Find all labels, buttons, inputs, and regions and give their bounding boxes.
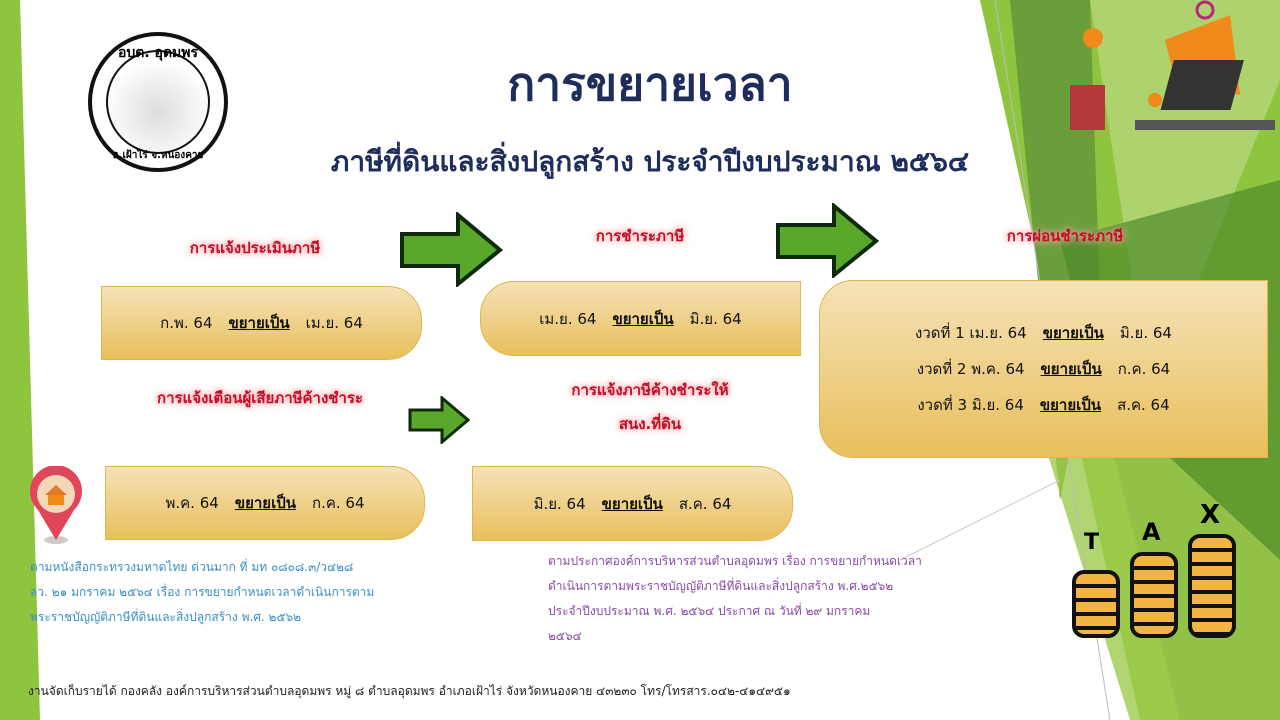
- arrow-right-icon: [776, 203, 880, 278]
- extend-word: ขยายเป็น: [601, 494, 663, 513]
- installment-from: เม.ย. 64: [969, 324, 1027, 342]
- note-line: ตามหนังสือกระทรวงมหาดไทย ด่วนมาก ที่ มท …: [30, 560, 354, 574]
- note-line: ตามประกาศองค์การบริหารส่วนตำบลอุดมพร เรื…: [548, 554, 922, 568]
- tax-letter: X: [1200, 500, 1221, 530]
- location-pin-icon: [30, 466, 82, 544]
- tax-coins-illustration: T A X: [1070, 500, 1250, 640]
- land-office-to: ส.ค. 64: [678, 494, 732, 513]
- payment-to: มิ.ย. 64: [689, 309, 742, 328]
- land-office-from: มิ.ย. 64: [533, 494, 586, 513]
- installment-label: การผ่อนชำระภาษี: [1006, 227, 1124, 245]
- footer-contact: งานจัดเก็บรายได้ กองคลัง องค์การบริหารส่…: [28, 684, 791, 698]
- assessment-box: ก.พ. 64 ขยายเป็น เม.ย. 64: [101, 286, 422, 360]
- page-title: การขยายเวลา: [507, 57, 793, 111]
- payment-from: เม.ย. 64: [539, 309, 597, 328]
- reminder-from: พ.ค. 64: [165, 494, 219, 512]
- land-office-label-line1: การแจ้งภาษีค้างชำระให้: [571, 381, 729, 399]
- installment-from: มิ.ย. 64: [971, 396, 1024, 414]
- assessment-to: เม.ย. 64: [305, 314, 363, 332]
- installment-from: พ.ค. 64: [971, 360, 1025, 378]
- land-office-label-line2: สนง.ที่ดิน: [618, 415, 682, 433]
- installment-row: งวดที่ 1 เม.ย. 64 ขยายเป็น มิ.ย. 64: [915, 321, 1172, 345]
- assessment-from: ก.พ. 64: [160, 314, 213, 332]
- payment-box: เม.ย. 64 ขยายเป็น มิ.ย. 64: [480, 281, 801, 356]
- tax-letter: T: [1084, 530, 1100, 555]
- installment-number: งวดที่ 1: [915, 324, 965, 342]
- extend-word: ขยายเป็น: [1039, 396, 1102, 414]
- land-office-box: มิ.ย. 64 ขยายเป็น ส.ค. 64: [472, 466, 793, 541]
- logo-top-text: อบต. อุดมพร: [117, 45, 199, 61]
- note-line: ๒๕๖๔: [548, 629, 582, 643]
- installment-row: งวดที่ 2 พ.ค. 64 ขยายเป็น ก.ค. 64: [917, 357, 1170, 381]
- note-line: พระราชบัญญัติภาษีที่ดินและสิ่งปลูกสร้าง …: [30, 610, 302, 624]
- installment-to: ก.ค. 64: [1117, 360, 1171, 378]
- payment-label: การชำระภาษี: [595, 227, 685, 245]
- arrow-right-icon: [408, 396, 470, 444]
- installment-to: ส.ค. 64: [1117, 396, 1170, 414]
- extend-word: ขยายเป็น: [228, 314, 290, 332]
- reminder-label: การแจ้งเตือนผู้เสียภาษีค้างชำระ: [156, 389, 364, 407]
- arrow-right-icon: [400, 212, 504, 287]
- extend-word: ขยายเป็น: [1040, 360, 1102, 378]
- land-office-label: การแจ้งภาษีค้างชำระให้ สนง.ที่ดิน: [540, 378, 760, 436]
- tax-letter: A: [1142, 518, 1161, 546]
- page-subtitle: ภาษีที่ดินและสิ่งปลูกสร้าง ประจำปีงบประม…: [330, 145, 970, 178]
- installment-row: งวดที่ 3 มิ.ย. 64 ขยายเป็น ส.ค. 64: [917, 393, 1169, 417]
- ministry-note: ตามหนังสือกระทรวงมหาดไทย ด่วนมาก ที่ มท …: [30, 555, 374, 630]
- assessment-label: การแจ้งประเมินภาษี: [189, 239, 321, 257]
- megaphone-illustration: [1070, 0, 1275, 130]
- note-line: ลว. ๒๑ มกราคม ๒๕๖๔ เรื่อง การขยายกำหนดเว…: [30, 585, 375, 599]
- reminder-box: พ.ค. 64 ขยายเป็น ก.ค. 64: [105, 466, 425, 540]
- installment-number: งวดที่ 2: [916, 360, 967, 378]
- extend-word: ขยายเป็น: [1042, 324, 1104, 342]
- note-line: ประจำปีงบประมาณ พ.ศ. ๒๕๖๔ ประกาศ ณ วันที…: [548, 604, 871, 618]
- installment-to: มิ.ย. 64: [1119, 324, 1172, 342]
- sao-note: ตามประกาศองค์การบริหารส่วนตำบลอุดมพร เรื…: [548, 549, 922, 649]
- note-line: ดำเนินการตามพระราชบัญญัติภาษีที่ดินและสิ…: [548, 579, 894, 593]
- installment-number: งวดที่ 3: [917, 396, 968, 414]
- logo-bottom-text: อ.เฝ้าไร่ จ.หนองคาย: [112, 150, 204, 161]
- extend-word: ขยายเป็น: [234, 494, 296, 512]
- extend-word: ขยายเป็น: [612, 309, 674, 328]
- logo: อบต. อุดมพร อ.เฝ้าไร่ จ.หนองคาย: [88, 32, 228, 172]
- reminder-to: ก.ค. 64: [311, 494, 365, 512]
